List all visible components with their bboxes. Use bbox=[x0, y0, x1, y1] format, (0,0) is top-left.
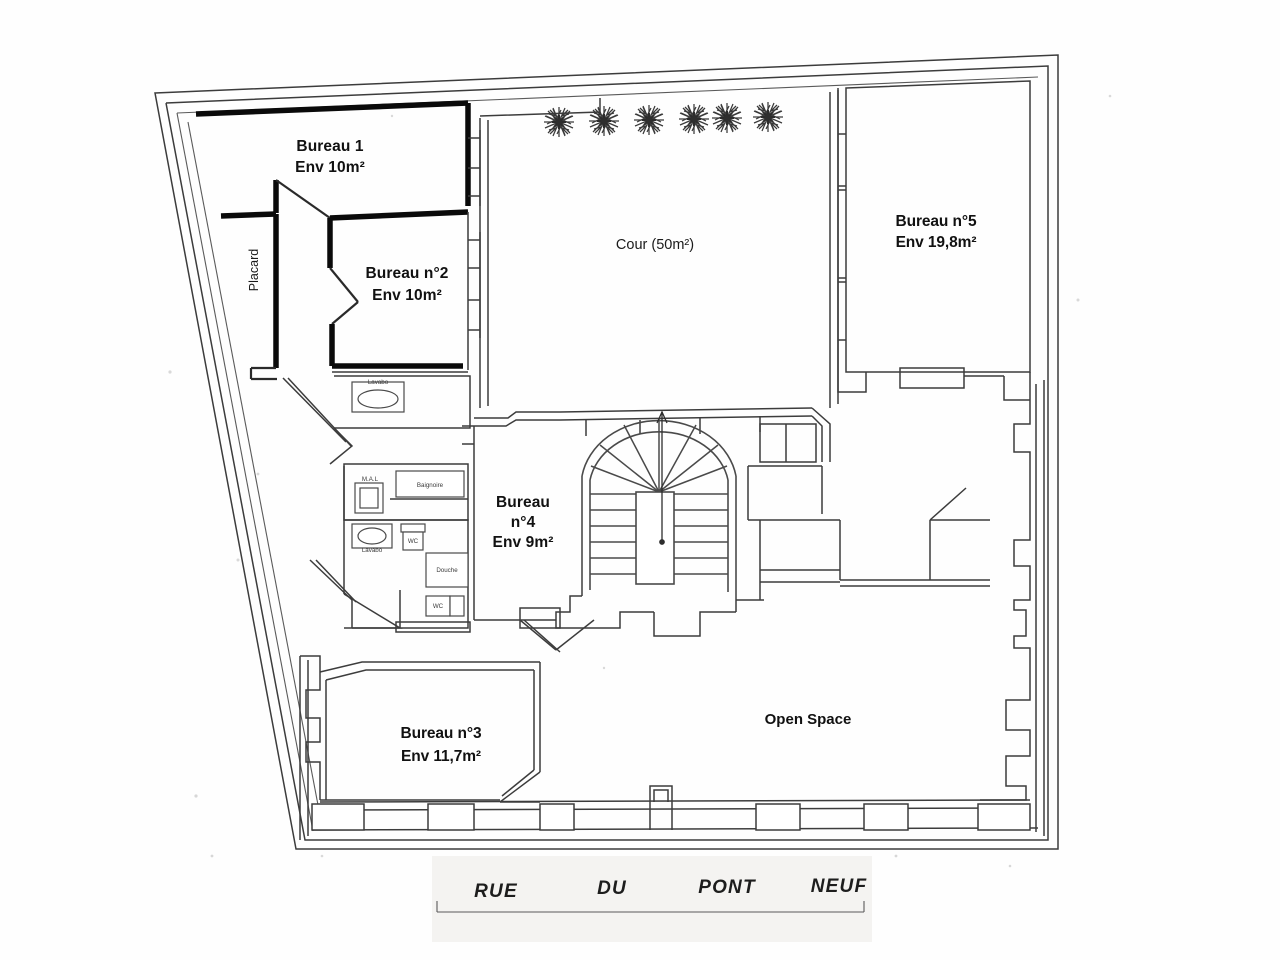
room-label-placard: Placard bbox=[247, 249, 261, 291]
room-label-bureau4-number: n°4 bbox=[511, 514, 536, 531]
fixture-label-wc-bottom: WC bbox=[433, 603, 444, 610]
fixture-label-baignoire: Baignoire bbox=[417, 482, 444, 489]
room-label-bureau3-area: Env 11,7m² bbox=[401, 748, 481, 765]
room-label-bureau2-name: Bureau n°2 bbox=[366, 265, 449, 282]
room-label-bureau5-name: Bureau n°5 bbox=[896, 213, 977, 230]
street-extent-bracket bbox=[436, 901, 865, 913]
south-wall-windows bbox=[311, 803, 1031, 831]
room-label-open-space: Open Space bbox=[765, 711, 852, 728]
room-label-bureau1-area: Env 10m² bbox=[295, 159, 365, 176]
street-word-du: DU bbox=[597, 878, 627, 899]
sanitary-block: Lavabo M.A.L Baignoire Lavabo WC D bbox=[282, 375, 471, 633]
room-label-bureau1-name: Bureau 1 bbox=[296, 138, 363, 155]
scan-artifacts bbox=[168, 94, 1112, 868]
room-labels: Bureau 1 Env 10m² Bureau n°2 Env 10m² Pl… bbox=[247, 138, 977, 765]
street-band bbox=[432, 856, 872, 942]
street-name-label: RUE DU PONT NEUF bbox=[474, 876, 868, 902]
fixture-label-lavabo-bottom: Lavabo bbox=[362, 547, 383, 554]
room-label-bureau3-name: Bureau n°3 bbox=[401, 725, 482, 742]
stair-winder-treads bbox=[590, 418, 728, 493]
room-label-bureau2-area: Env 10m² bbox=[372, 287, 442, 304]
stair-direction-arrow bbox=[656, 410, 668, 545]
street-word-rue: RUE bbox=[474, 881, 518, 902]
fixture-label-lavabo-top: Lavabo bbox=[368, 379, 389, 386]
room-label-bureau4-area: Env 9m² bbox=[493, 534, 554, 551]
fixture-label-mal: M.A.L bbox=[362, 476, 379, 483]
central-core bbox=[462, 407, 990, 653]
south-wall bbox=[311, 785, 1039, 831]
street-word-pont: PONT bbox=[698, 877, 756, 898]
bureau5-room bbox=[837, 80, 1031, 401]
east-wall-pilasters bbox=[980, 380, 1045, 836]
north-west-office-block bbox=[195, 100, 471, 381]
fixture-label-douche: Douche bbox=[436, 567, 458, 574]
room-label-bureau5-area: Env 19,8m² bbox=[896, 234, 977, 251]
fixture-label-wc-top: WC bbox=[408, 538, 419, 545]
room-label-bureau4-name: Bureau bbox=[496, 494, 550, 511]
street-word-neuf: NEUF bbox=[811, 876, 868, 897]
room-label-cour: Cour (50m²) bbox=[616, 237, 694, 253]
west-wall-bottom bbox=[299, 655, 321, 840]
